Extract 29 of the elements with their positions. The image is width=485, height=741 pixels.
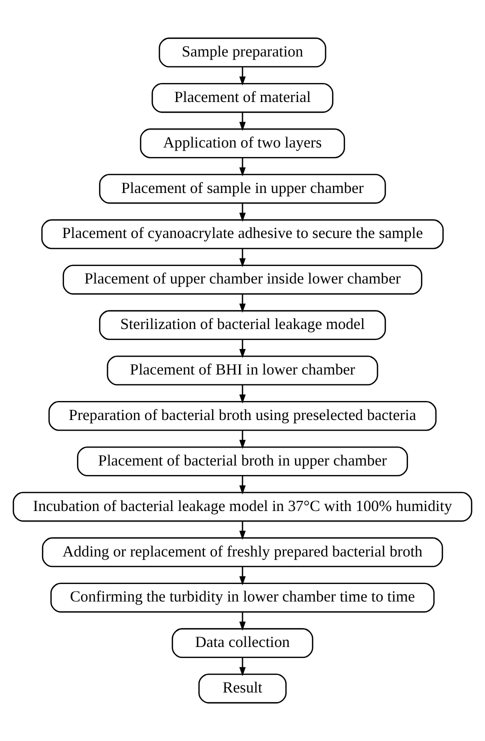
node-box: Incubation of bacterial leakage model in 37°C with 100% humidity — [12, 492, 472, 522]
node-box: Sterilization of bacterial leakage model — [99, 310, 386, 340]
arrow — [239, 657, 246, 676]
arrow — [239, 248, 246, 268]
arrow — [239, 566, 246, 586]
arrow — [239, 384, 246, 404]
node-box: Placement of BHI in lower chamber — [106, 356, 378, 386]
node-box: Placement of material — [152, 82, 334, 113]
arrow — [239, 521, 246, 540]
arrow — [239, 430, 246, 450]
arrow — [239, 294, 246, 313]
node-box: Sample preparation — [158, 38, 326, 68]
node-box: Adding or replacement of freshly prepared bacterial broth — [42, 537, 444, 568]
arrow — [239, 476, 246, 494]
node-box: Placement of sample in upper chamber — [99, 174, 386, 204]
node-box: Preparation of bacterial broth using preselected bacteria — [48, 401, 437, 431]
node-box: Confirming the turbidity in lower chamber time to time — [50, 582, 435, 613]
arrow — [239, 66, 246, 86]
arrow — [239, 339, 246, 358]
arrow — [239, 158, 246, 176]
node-box: Placement of bacterial broth in upper chamber — [77, 446, 408, 476]
arrow — [239, 203, 246, 222]
node-box: Placement of upper chamber inside lower chamber — [62, 264, 422, 295]
arrow — [239, 112, 246, 131]
node-box: Application of two layers — [140, 128, 346, 158]
node-box: Data collection — [172, 628, 314, 658]
arrow — [239, 612, 246, 631]
node-box: Result — [198, 674, 287, 704]
node-box: Placement of cyanoacrylate adhesive to secure the sample — [41, 219, 444, 250]
